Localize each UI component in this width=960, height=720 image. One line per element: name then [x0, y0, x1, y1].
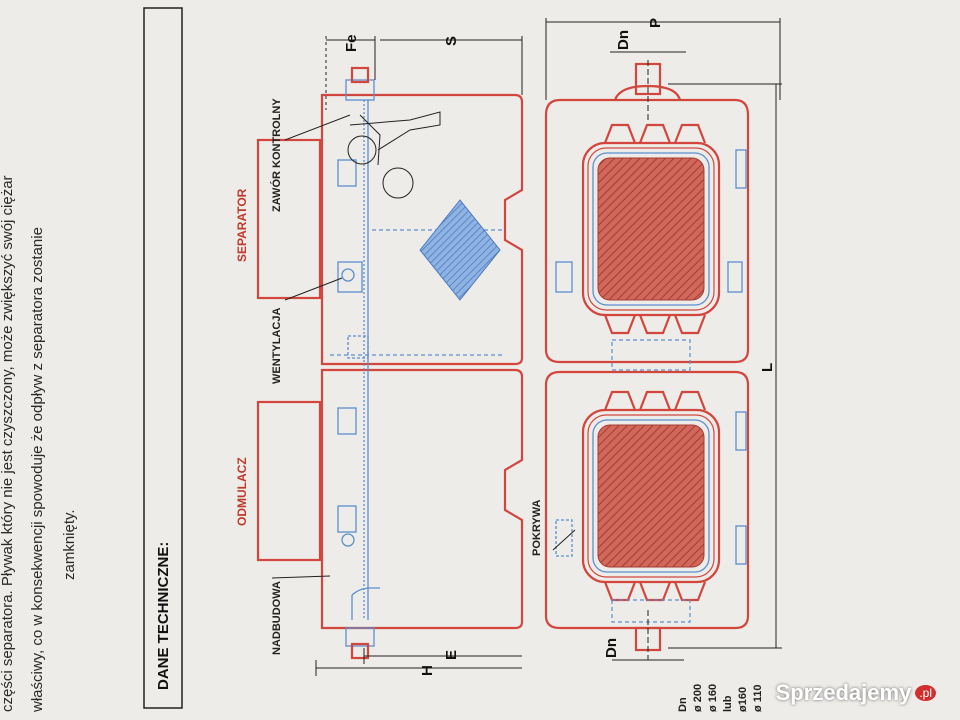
sprzedajemy-dot-icon: .pl: [915, 685, 936, 701]
section-title-box: DANE TECHNICZNE:: [143, 7, 183, 709]
dim-h: H: [419, 665, 436, 676]
label-separator: SEPARATOR: [235, 188, 249, 262]
side-view: [256, 66, 524, 660]
label-pokrywa: POKRYWA: [531, 500, 543, 556]
dim-dn-top: Dn: [615, 30, 632, 50]
dn-table-header: Dn: [677, 697, 689, 712]
body-line-2: właściwy, co w konsekwencji spowoduje że…: [29, 227, 46, 713]
label-odmulacz: ODMULACZ: [235, 457, 249, 526]
body-paragraph: części separatora. Pływak który nie jest…: [0, 175, 78, 713]
label-zawor-kontrolny: ZAWÓR KONTROLNY: [270, 98, 283, 212]
dim-fe: Fe: [343, 34, 360, 52]
dn-table-item: ø160: [737, 687, 749, 712]
dn-table-item: ø 110: [752, 684, 764, 712]
dim-p: P: [647, 18, 664, 28]
dim-dn-bottom: Dn: [603, 638, 620, 658]
dim-l: L: [759, 363, 776, 372]
label-wentylacja: WENTYLACJA: [271, 308, 283, 384]
watermark-text: Sprzedajemy: [775, 680, 912, 705]
body-line-1: części separatora. Pływak który nie jest…: [0, 175, 16, 712]
dn-table-item: lub: [722, 695, 734, 712]
dim-e: E: [443, 650, 460, 660]
dimension-lines: [271, 18, 782, 676]
body-line-3: zamknięty.: [61, 509, 78, 580]
top-view: [544, 60, 750, 660]
dn-table-item: ø 200: [692, 684, 704, 712]
labels: ZAWÓR KONTROLNY SEPARATOR WENTYLACJA ODM…: [235, 98, 543, 655]
section-title: DANE TECHNICZNE:: [155, 542, 172, 690]
dn-table: Dn ø 200 ø 160 lub ø160 ø 110: [677, 684, 764, 712]
dimension-labels: Fe S P Dn L H E Dn: [343, 18, 776, 676]
watermark: Sprzedajemy .pl: [776, 680, 936, 706]
dim-s: S: [443, 36, 460, 46]
label-nadbudowa: NADBUDOWA: [271, 581, 283, 655]
dn-table-item: ø 160: [707, 684, 719, 712]
